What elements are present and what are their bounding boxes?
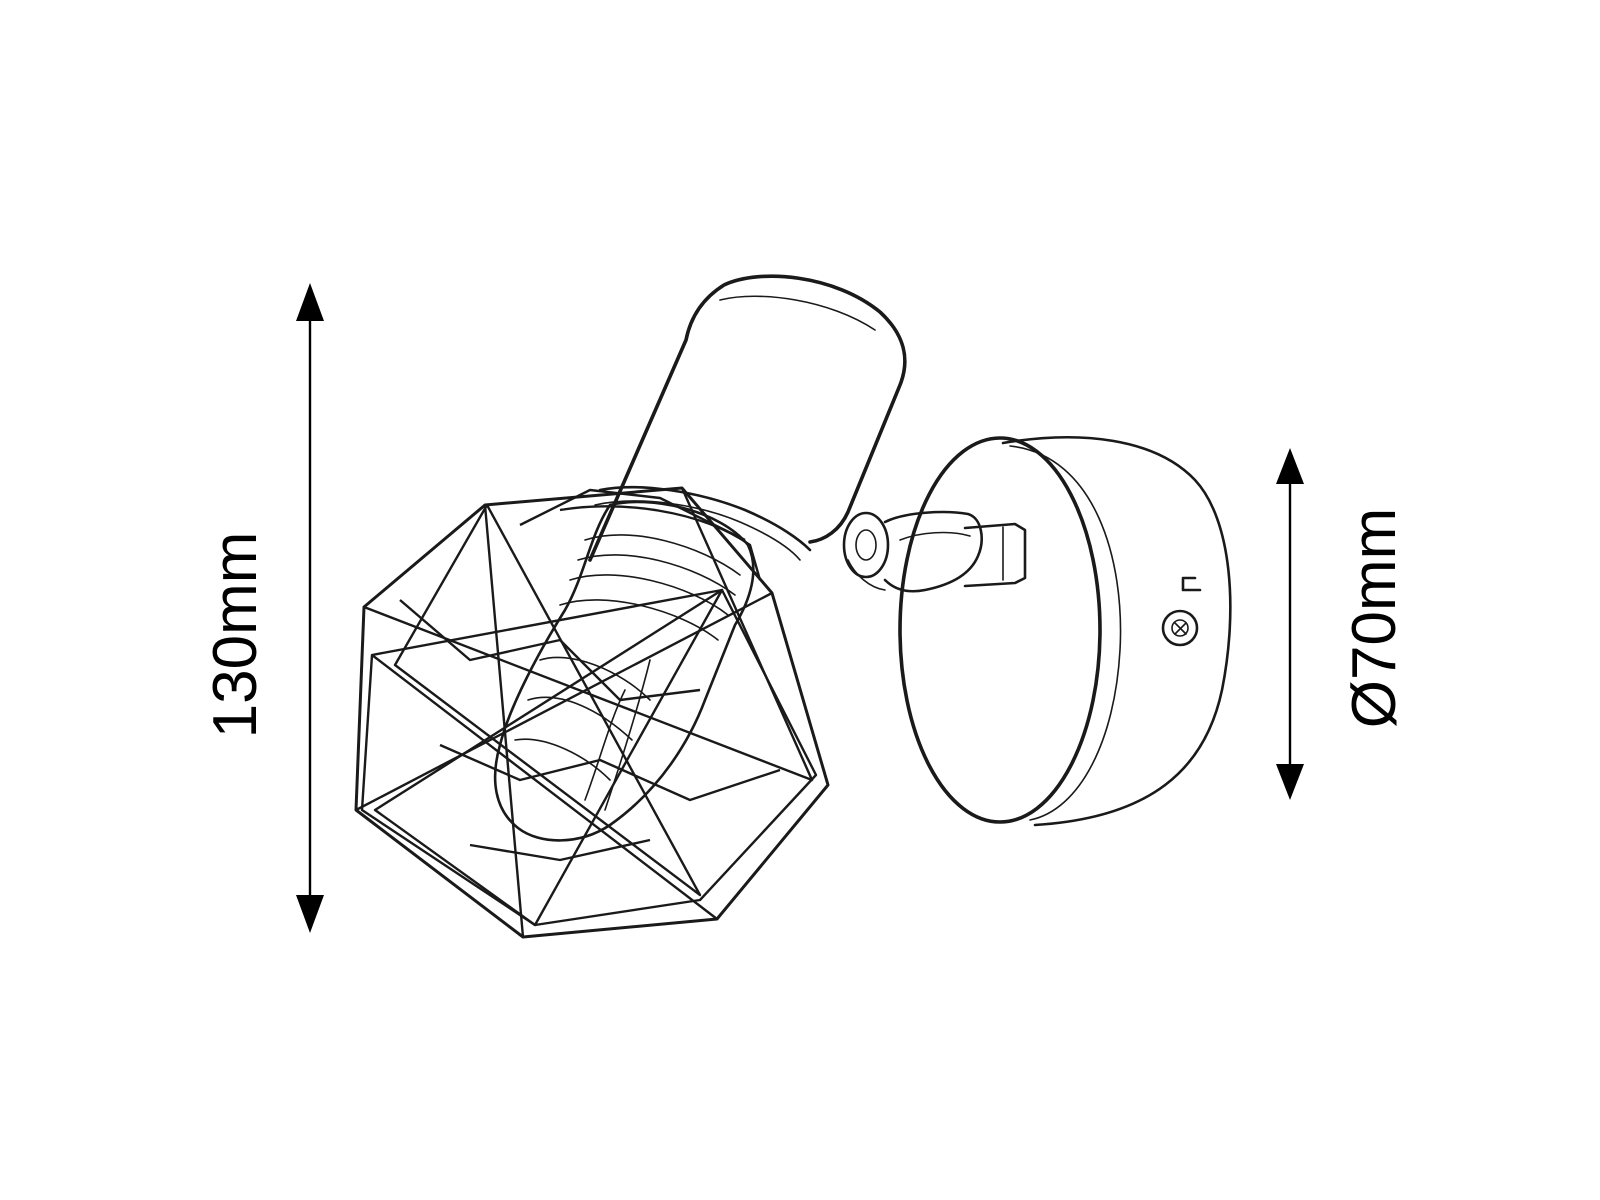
- cage-star-b: [373, 588, 724, 927]
- mount-screw-icon: [1161, 609, 1199, 647]
- diameter-dimension: Ø70mm: [1276, 448, 1409, 800]
- housing-collar: [598, 485, 812, 552]
- wall-mount-plate: [898, 436, 1232, 827]
- lamp-housing: [588, 274, 907, 562]
- height-arrow-bottom: [296, 895, 324, 933]
- cage-front-polygon: [360, 588, 818, 927]
- swivel-joint: [842, 510, 1027, 593]
- height-label: 130mm: [201, 532, 270, 739]
- arm-knuckle: [883, 510, 983, 593]
- diameter-arrow-top: [1276, 448, 1304, 484]
- arm-pivot: [842, 511, 890, 579]
- mount-face-inner: [1009, 445, 1122, 821]
- arm-stem: [963, 522, 1027, 588]
- mount-screw-slot: [1181, 576, 1202, 592]
- mount-face: [898, 436, 1102, 824]
- height-arrow-top: [296, 283, 324, 321]
- cage-star-a: [393, 503, 702, 897]
- diameter-label: Ø70mm: [1340, 508, 1409, 728]
- wire-cage: [354, 486, 830, 939]
- cage-star-c: [363, 487, 814, 782]
- housing-outline: [588, 274, 907, 562]
- mount-rim: [1001, 436, 1232, 827]
- height-dimension: 130mm: [201, 283, 324, 933]
- diameter-arrow-bottom: [1276, 764, 1304, 800]
